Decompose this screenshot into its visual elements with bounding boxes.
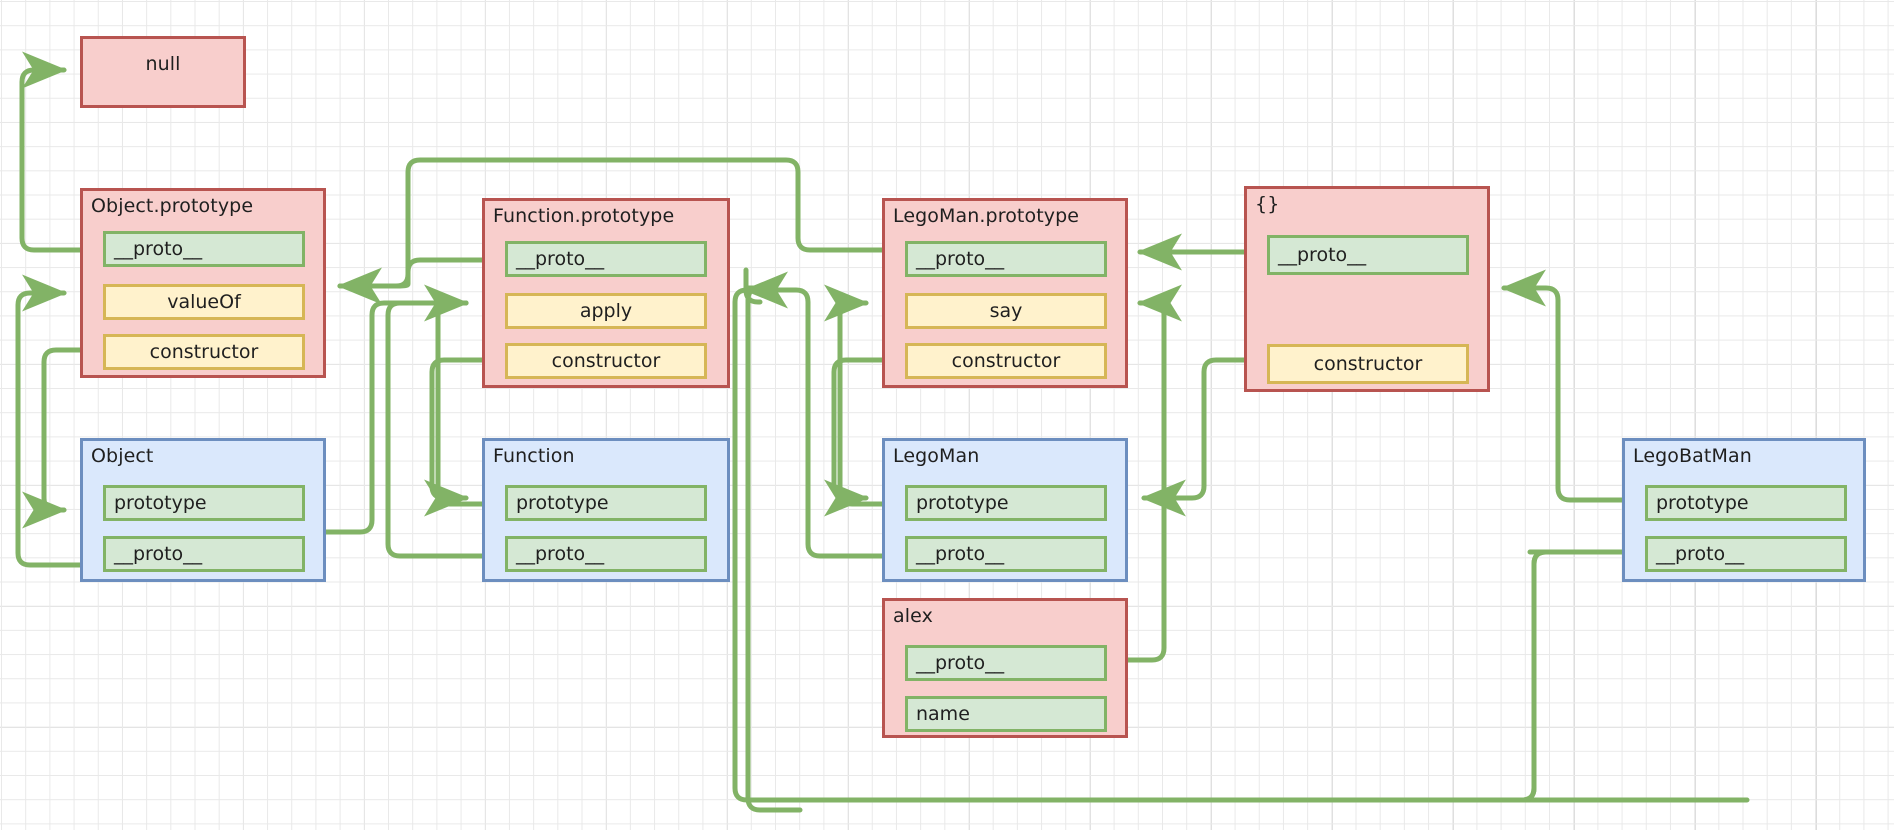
node-function-prototype[interactable]: Function.prototype __proto__apply construc…: [482, 198, 730, 388]
field-alex-proto[interactable]: __proto__: [905, 645, 1107, 681]
field-legoman-prototype-proto[interactable]: __proto__: [905, 241, 1107, 277]
edge-alex-dunder-to-legomanproto: [1125, 284, 1182, 663]
edge-objproto-ctor-to-object: [22, 347, 83, 529]
edge-object-proto-field-to-objproto: [15, 274, 83, 568]
field-object-proto[interactable]: __proto__: [103, 536, 305, 572]
edge-function-proto-to-funcproto: [435, 300, 485, 507]
edge-legobatman-proto-to-literal: [1500, 269, 1625, 503]
node-title-object-literal: {}: [1255, 193, 1280, 215]
edge-object-dunder-to-funcproto: [323, 284, 470, 535]
node-title-null: null: [145, 53, 181, 75]
edge-right-into-funcproto: [743, 267, 803, 813]
field-object-prototype[interactable]: prototype: [103, 485, 305, 521]
edge-legobatman-dunder-to-funcproto: [1519, 549, 1750, 803]
node-legoman[interactable]: LegoMan prototype __proto__: [882, 438, 1128, 582]
node-title-legoman-prototype: LegoMan.prototype: [893, 205, 1080, 227]
node-title-object: Object: [91, 445, 154, 467]
field-object-literal-proto[interactable]: __proto__: [1267, 235, 1469, 275]
edge-function-dunder-to-funcproto: [385, 300, 485, 559]
field-function-proto[interactable]: __proto__: [505, 536, 707, 572]
node-title-function-prototype: Function.prototype: [493, 205, 675, 227]
field-object-prototype-valueof[interactable]: valueOf: [103, 284, 305, 320]
field-function-prototype-constructor[interactable]: constructor: [505, 343, 707, 379]
node-title-function: Function: [493, 445, 575, 467]
field-object-prototype-proto[interactable]: __proto__: [103, 231, 305, 267]
edge-objproto-proto-to-null: [19, 51, 83, 253]
field-function-prototype-apply[interactable]: apply: [505, 293, 707, 329]
node-object[interactable]: Object prototype __proto__: [80, 438, 326, 582]
field-alex-name[interactable]: name: [905, 696, 1107, 732]
node-alex[interactable]: alex __proto__name: [882, 598, 1128, 738]
node-title-legoman: LegoMan: [893, 445, 980, 467]
node-title-alex: alex: [893, 605, 933, 627]
node-object-literal[interactable]: {} __proto__ constructor: [1244, 186, 1490, 392]
field-legobatman-proto[interactable]: __proto__: [1645, 536, 1847, 572]
node-function[interactable]: Function prototype __proto__: [482, 438, 730, 582]
field-legoman-prototype-say[interactable]: say: [905, 293, 1107, 329]
edge-literal-ctor-to-legoman: [1140, 357, 1247, 517]
field-legobatman-prototype[interactable]: prototype: [1645, 485, 1847, 521]
edge-legobatman-dunder-bottom: [732, 287, 1549, 803]
node-null[interactable]: null: [80, 36, 246, 108]
edge-legoman-dunder-to-funcproto: [742, 271, 885, 559]
field-legoman-prototype-constructor[interactable]: constructor: [905, 343, 1107, 379]
node-legobatman[interactable]: LegoBatMan prototype __proto__: [1622, 438, 1866, 582]
node-legoman-prototype[interactable]: LegoMan.prototype __proto__say constructor: [882, 198, 1128, 388]
node-title-legobatman: LegoBatMan: [1633, 445, 1752, 467]
field-function-prototype[interactable]: prototype: [505, 485, 707, 521]
node-title-object-prototype: Object.prototype: [91, 195, 254, 217]
field-function-prototype-proto[interactable]: __proto__: [505, 241, 707, 277]
edge-funcproto-proto-to-objproto: [337, 257, 485, 289]
node-object-prototype[interactable]: Object.prototype __proto__ valueOf construc…: [80, 188, 326, 378]
edge-legoman-proto-to-legomanproto: [824, 284, 885, 507]
field-object-literal-constructor[interactable]: constructor: [1267, 344, 1469, 384]
field-legoman-proto[interactable]: __proto__: [905, 536, 1107, 572]
field-legoman-prototype[interactable]: prototype: [905, 485, 1107, 521]
field-object-prototype-constructor[interactable]: constructor: [103, 334, 305, 370]
